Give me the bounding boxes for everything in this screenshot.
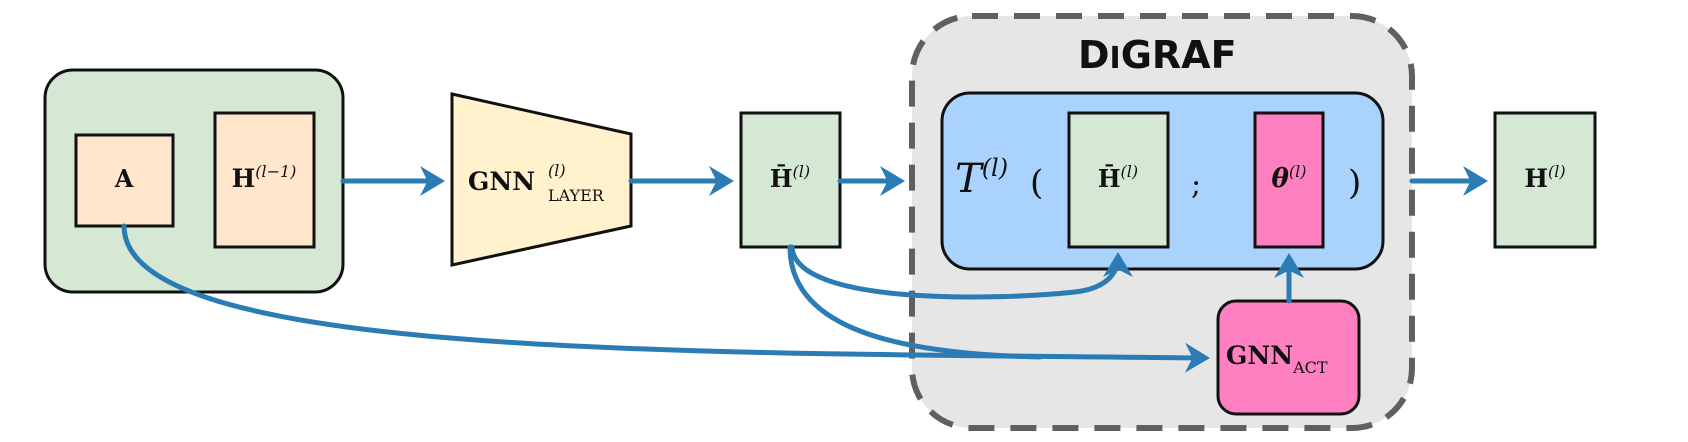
digraf-title-big: D [1078, 33, 1110, 77]
h-bar-label: H̄(l) [770, 162, 810, 193]
h-out-label: H(l) [1524, 162, 1565, 193]
transform-separator: ; [1191, 167, 1201, 202]
adjacency-label: A [114, 164, 134, 193]
theta-box [1253, 111, 1325, 249]
theta-label: θ(l) [1272, 162, 1307, 194]
gnn-layer-sup: (l) [548, 161, 566, 180]
transform-close-paren: ) [1348, 163, 1361, 203]
h-prev-box [213, 111, 316, 249]
digraf-title: DIGRAF [1078, 33, 1237, 77]
transform-h-bar-box [1067, 111, 1170, 249]
gnn-layer-trapezoid [450, 92, 633, 267]
transform-open-paren: ( [1030, 163, 1043, 203]
digraf-title-small: I [1110, 41, 1121, 76]
h-out-box [1493, 111, 1597, 249]
edge-h-bar-to-transform-h-bar [789, 244, 1133, 300]
transform-h-bar-label: H̄(l) [1098, 162, 1138, 193]
gnn-act-label: GNNACT [1226, 341, 1328, 377]
edge-h-bar-to-gnn-act [787, 244, 1043, 360]
digraf-title-rest: GRAF [1121, 33, 1237, 77]
gnn-layer-label: GNN [468, 167, 535, 196]
gnn-layer-sub: LAYER [548, 186, 605, 205]
h-prev-label: H(l−1) [232, 162, 297, 193]
transform-t: T(l) [955, 154, 1008, 202]
